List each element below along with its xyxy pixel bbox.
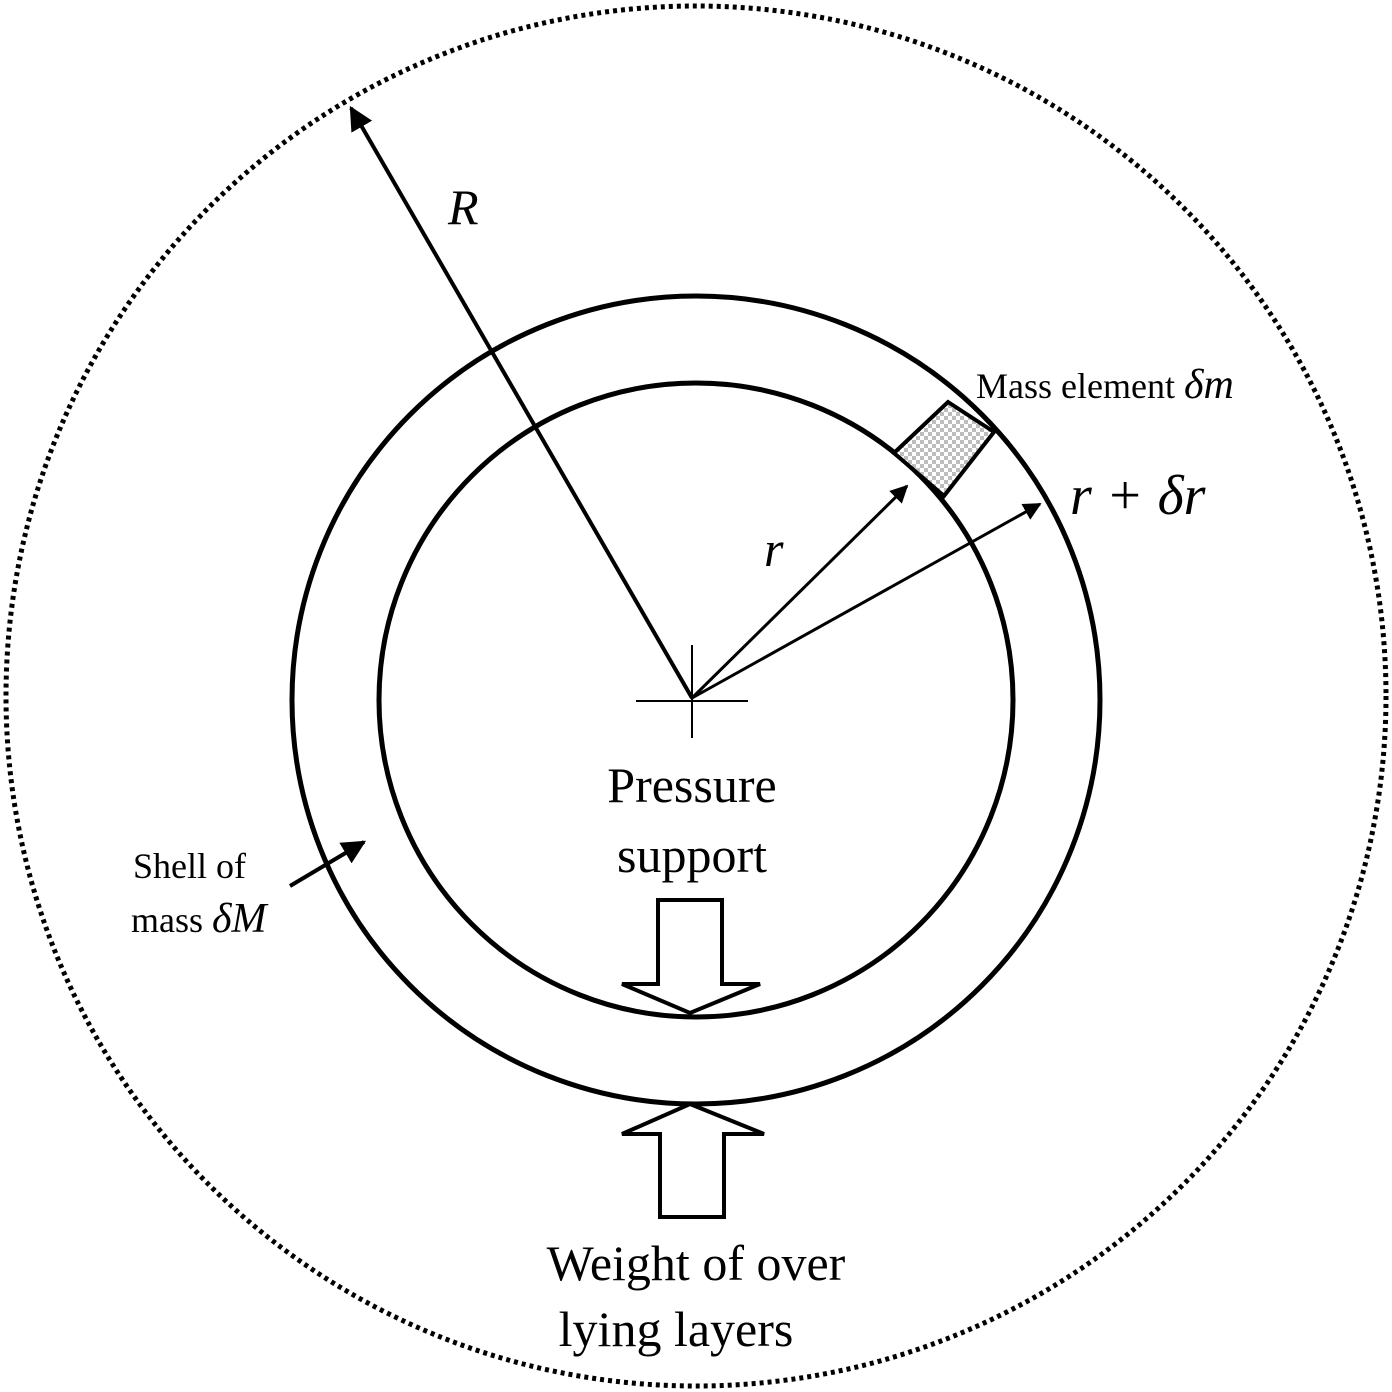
outer-boundary-circle [3, 3, 1389, 1389]
shell-pointer-arrow [288, 840, 367, 888]
pressure-support-label-line1: Pressure [607, 757, 776, 813]
weight-arrow [621, 1101, 765, 1219]
pressure-support-label-line2: support [617, 827, 767, 883]
weight-label-line1: Weight of over [547, 1235, 846, 1291]
shell-radius-arrow [691, 502, 1042, 700]
outer-radius-arrow [349, 105, 694, 700]
shell-outer-circle [289, 293, 1103, 1107]
shell-label-line1: Shell of [133, 846, 246, 886]
inner-radius-label: r [764, 521, 784, 577]
weight-label-line2: lying layers [559, 1301, 794, 1357]
pressure-support-arrow [621, 898, 761, 1016]
mass-element-label: Mass element δm [976, 362, 1234, 408]
shell-label-line2: mass δM [131, 896, 269, 942]
outer-radius-label: R [447, 179, 479, 235]
inner-radius-arrow [690, 484, 909, 700]
shell-inner-circle [376, 380, 1016, 1020]
mass-element-box [891, 399, 997, 499]
shell-radius-label: r + δr [1070, 465, 1206, 527]
